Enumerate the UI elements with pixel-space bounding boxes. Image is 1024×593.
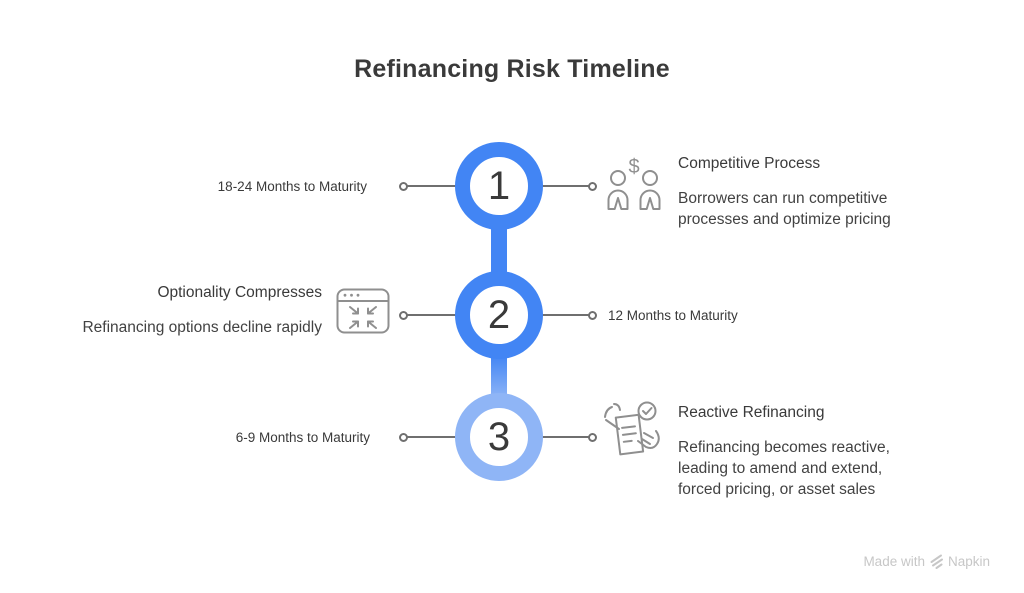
step-1-right-connector-line [542,185,590,187]
step-3-body: Refinancing becomes reactive, leading to… [678,439,890,498]
step-3-circle: 3 [455,393,543,481]
watermark-brand: Napkin [947,553,990,569]
step-2-circle: 2 [455,271,543,359]
document-check-icon [602,399,662,463]
step-3-left-endpoint-dot [399,433,408,442]
step-2-maturity-label: 12 Months to Maturity [608,308,738,323]
compress-window-icon [336,288,390,334]
dollar-glyph: $ [628,156,639,178]
spine-connector-2-3 [491,355,507,399]
page-title: Refinancing Risk Timeline [354,55,670,83]
step-2-left-connector-line [407,314,457,316]
napkin-logo-icon [930,554,943,569]
step-2-right-connector-line [542,314,590,316]
step-1-left-endpoint-dot [399,182,408,191]
step-2-body: Refinancing options decline rapidly [82,319,322,336]
step-1-maturity-label: 18-24 Months to Maturity [217,179,367,194]
step-1-heading: Competitive Process [678,155,821,172]
step-3-right-endpoint-dot [588,433,597,442]
step-1-left-connector-line [407,185,457,187]
step-3-right-connector-line [542,436,590,438]
step-3-maturity-label: 6-9 Months to Maturity [235,430,370,445]
step-1-number: 1 [487,164,511,208]
step-1-body: Borrowers can run competitive processes … [678,190,891,228]
step-1-right-endpoint-dot [588,182,597,191]
step-1-circle: 1 [455,142,543,230]
step-2-left-endpoint-dot [399,311,408,320]
step-3-number: 3 [487,415,511,459]
spine-connector-1-2 [491,224,507,276]
people-dollar-icon: $ [605,150,663,214]
step-2-number: 2 [487,293,511,337]
step-3-heading: Reactive Refinancing [678,404,825,421]
step-2-heading: Optionality Compresses [157,284,322,301]
step-2-right-endpoint-dot [588,311,597,320]
step-3-left-connector-line [407,436,457,438]
watermark: Made with Napkin [863,553,990,569]
watermark-prefix: Made with [863,553,925,569]
